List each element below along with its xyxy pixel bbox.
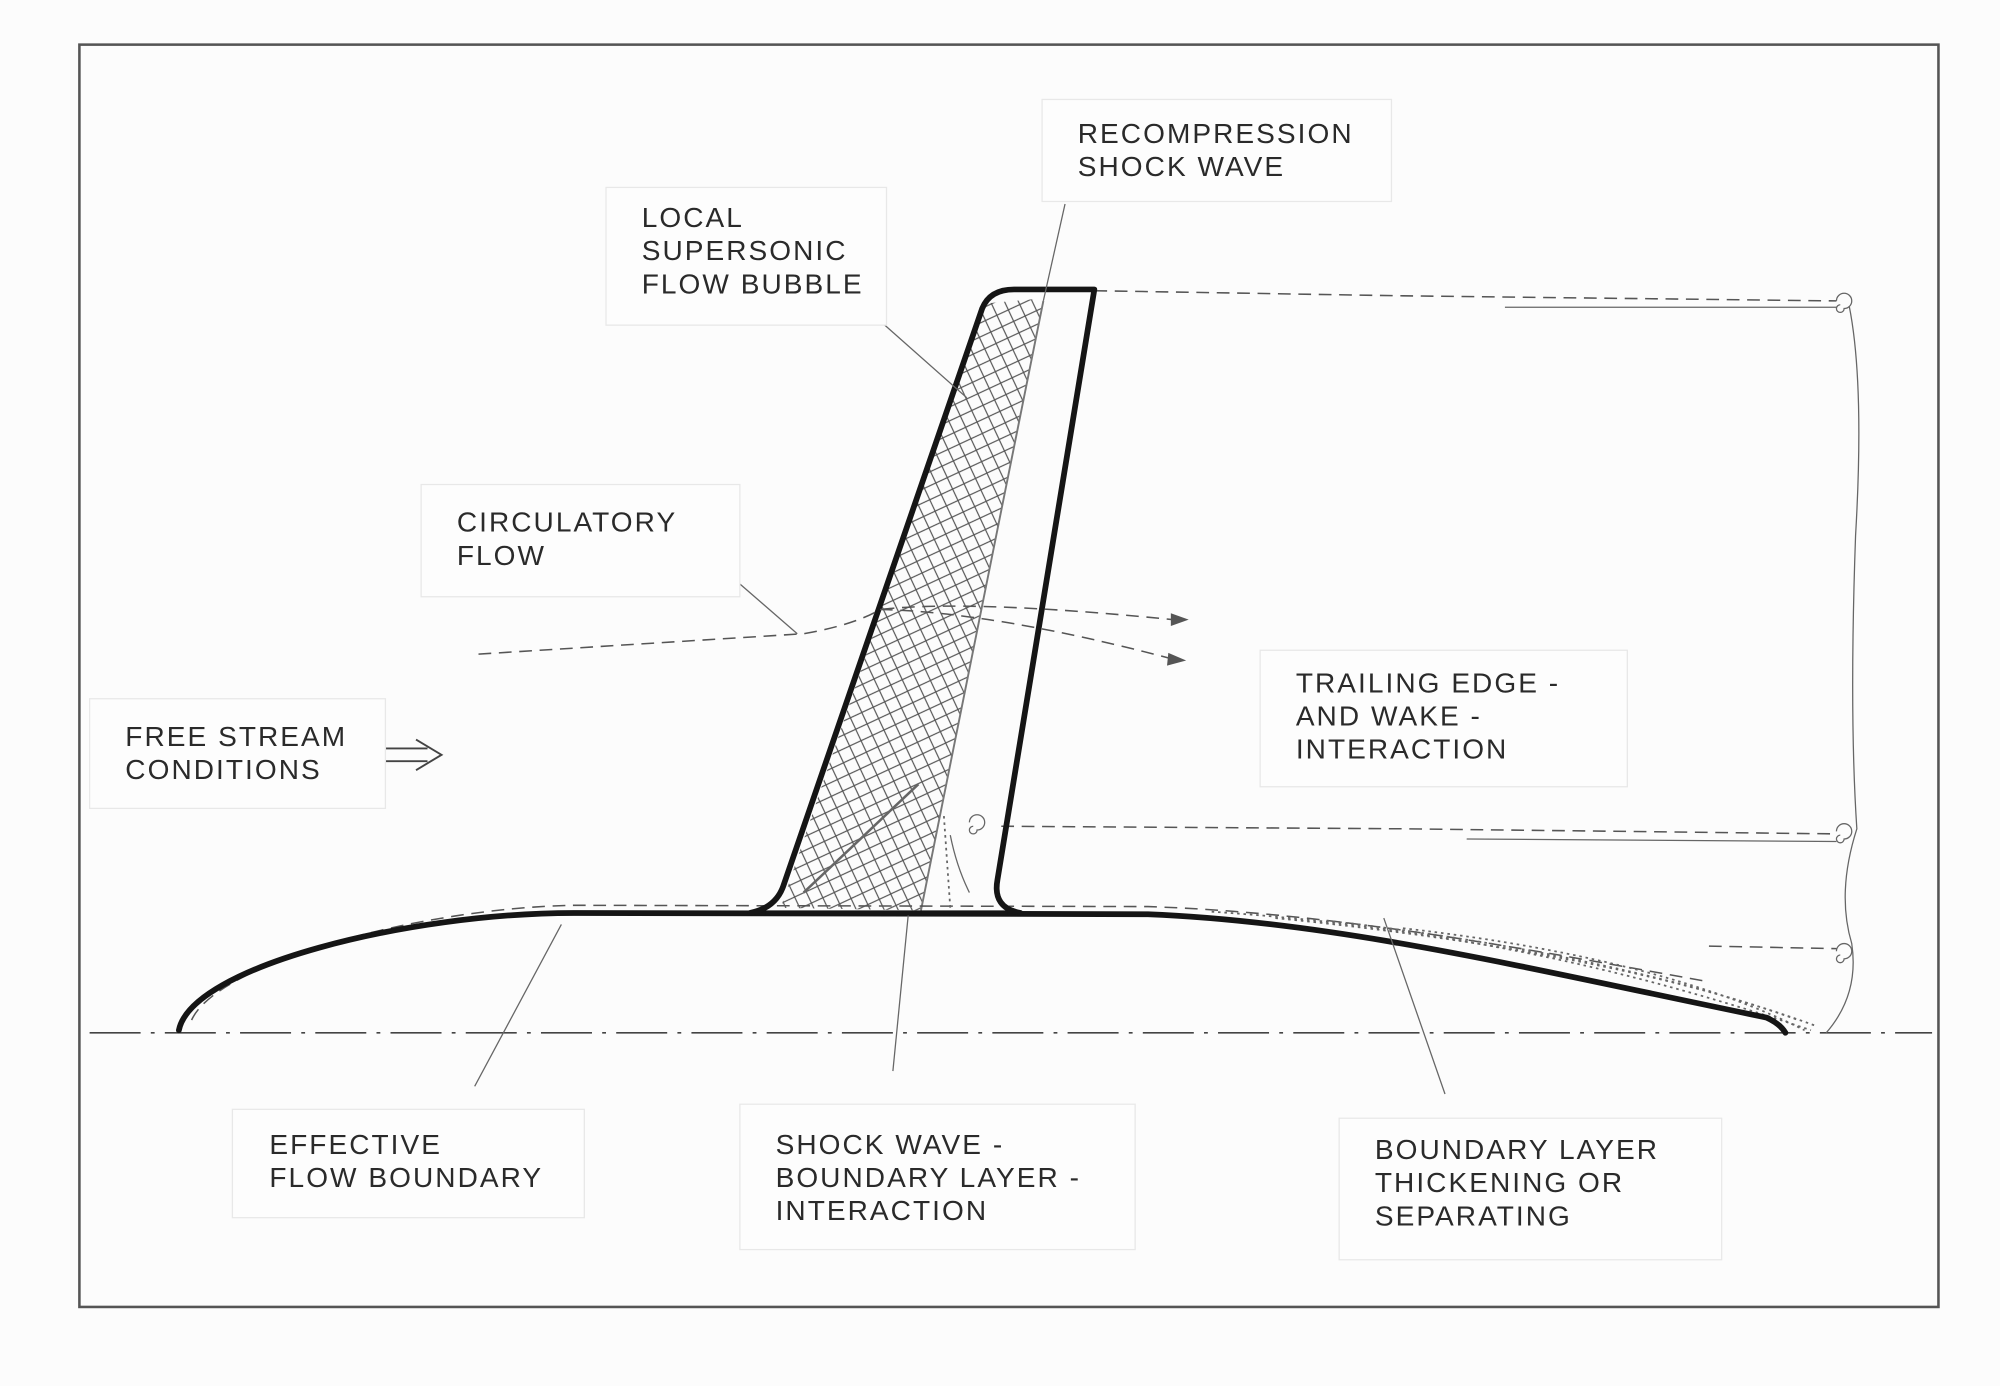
lower-wake-line-2 <box>1466 838 1837 843</box>
airfoil-surface <box>175 910 1789 1036</box>
arrow-icon <box>1170 613 1189 627</box>
sonic-line <box>802 783 920 894</box>
label-trailing-edge: TRAILING EDGE -AND WAKE -INTERACTION <box>1259 649 1628 788</box>
shock-foot-vortex-icon <box>949 814 986 893</box>
circulatory-flow-line <box>478 605 1174 655</box>
circulatory-flow-line-2 <box>880 608 1174 660</box>
leader-lines <box>474 203 1446 1095</box>
wake-boundary <box>1825 305 1860 1034</box>
lower-wake-line <box>1001 825 1837 835</box>
upper-wake-line <box>1094 289 1837 302</box>
boundary-layer-dashed <box>190 904 1710 1021</box>
svg-text:TRAILING EDGE -AND WAKE -INTER: TRAILING EDGE -AND WAKE -INTERACTION <box>1296 667 1560 764</box>
svg-text:SHOCK WAVE -BOUNDARY LAYER -IN: SHOCK WAVE -BOUNDARY LAYER -INTERACTION <box>776 1129 1081 1226</box>
te-vortex-icon <box>1835 942 1853 964</box>
upper-vortex-icon <box>1835 292 1853 314</box>
supersonic-bubble-hatch <box>780 298 1044 911</box>
shock-wave-line <box>920 300 1045 911</box>
arrow-icon <box>1167 652 1187 666</box>
bubble-outline <box>747 286 1098 916</box>
label-shock-bl-interaction: SHOCK WAVE -BOUNDARY LAYER -INTERACTION <box>739 1103 1136 1251</box>
te-wake-line <box>1708 945 1837 950</box>
frame <box>78 43 1940 1309</box>
lower-vortex-icon <box>1835 823 1853 844</box>
